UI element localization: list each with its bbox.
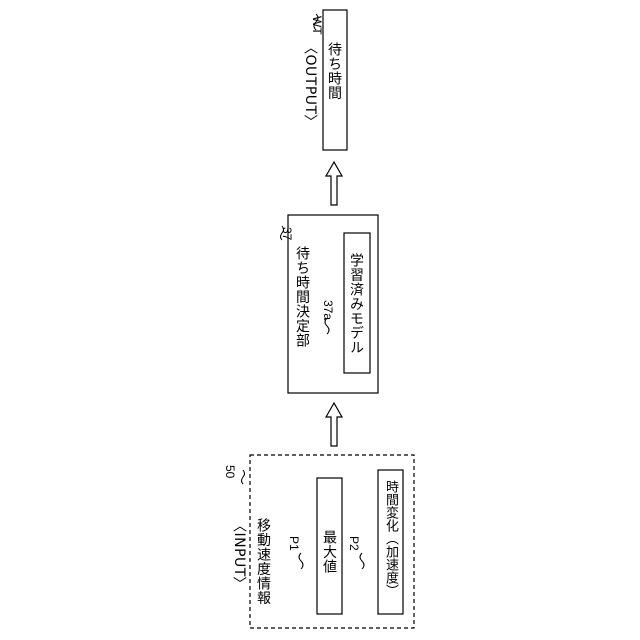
output-ref-label: WT: [311, 16, 323, 35]
input-ref-label: 50: [224, 465, 236, 478]
p2-ref-leader: [360, 553, 364, 569]
p2-time-change-label: 時間変化（加速度）: [384, 480, 397, 597]
output-section-label: 〈OUTPUT〉: [303, 40, 317, 129]
input-section-label: 〈INPUT〉: [232, 518, 246, 591]
trained-model-label: 学習済みモデル: [349, 253, 363, 355]
waiting-time-label: 待ち時間: [327, 42, 341, 100]
p2-ref-label: P2: [348, 536, 360, 551]
waiting-time-determiner-title: 待ち時間決定部: [295, 246, 309, 348]
arrow-to-output: [326, 162, 342, 205]
p1-ref-label: P1: [288, 536, 300, 551]
movement-speed-info-title: 移動速度情報: [256, 518, 270, 605]
sub-ref-label: 37a: [322, 300, 334, 320]
arrow-to-model: [326, 403, 342, 446]
input-ref-leader: [242, 470, 245, 484]
p1-max-value-label: 最大値: [322, 530, 336, 574]
p1-ref-leader: [299, 553, 303, 569]
model-block-ref-label: 37: [281, 227, 293, 240]
